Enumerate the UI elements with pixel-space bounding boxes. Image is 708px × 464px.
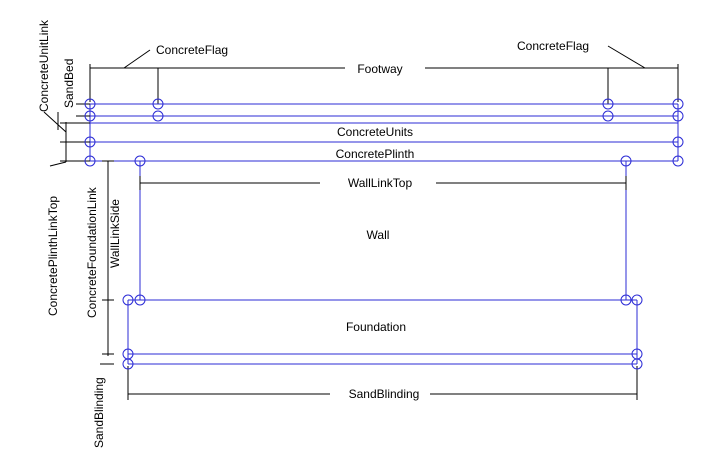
node xyxy=(134,155,146,167)
concrete-units-label: ConcreteUnits xyxy=(337,125,413,139)
node xyxy=(620,155,632,167)
node xyxy=(84,98,96,110)
foundation-shape xyxy=(127,300,638,365)
wall-link-side-label: WallLinkSide xyxy=(108,199,122,268)
node xyxy=(84,110,96,122)
footway-dimension: Footway xyxy=(89,60,679,102)
node xyxy=(672,136,684,148)
sand-blinding-side-label: SandBlinding xyxy=(92,377,106,448)
concrete-flag-left-label: ConcreteFlag xyxy=(156,43,228,57)
node xyxy=(672,98,684,110)
concrete-plinth-link-top-label: ConcretePlinthLinkTop xyxy=(46,196,60,316)
sand-bed-label: SandBed xyxy=(62,59,76,108)
node xyxy=(84,155,96,167)
node xyxy=(631,294,643,306)
node xyxy=(122,358,134,370)
node xyxy=(620,294,632,306)
concrete-foundation-link-label: ConcreteFoundationLink xyxy=(85,186,99,318)
concrete-plinth-label: ConcretePlinth xyxy=(336,147,415,161)
node xyxy=(602,98,614,110)
node xyxy=(672,110,684,122)
footway-label: Footway xyxy=(357,62,402,76)
concrete-flag-right-label: ConcreteFlag xyxy=(517,39,589,53)
wall-link-top-label: WallLinkTop xyxy=(348,176,413,190)
nodes xyxy=(84,98,684,370)
foundation-label: Foundation xyxy=(346,320,406,334)
sand-blinding-bottom-label: SandBlinding xyxy=(349,387,420,401)
wall-link-top-dimension: WallLinkTop xyxy=(139,175,627,191)
node xyxy=(602,110,614,122)
concrete-flag-right-leader: ConcreteFlag xyxy=(517,39,646,104)
wall-label: Wall xyxy=(367,228,390,242)
node xyxy=(631,358,643,370)
sand-blinding-dimension: SandBlinding xyxy=(127,366,638,402)
node xyxy=(152,98,164,110)
pavement-layers xyxy=(89,103,679,162)
node xyxy=(84,136,96,148)
node xyxy=(134,294,146,306)
concrete-flag-left-leader: ConcreteFlag xyxy=(123,43,228,104)
node xyxy=(152,110,164,122)
node xyxy=(672,155,684,167)
concrete-unit-link-label: ConcreteUnitLink xyxy=(37,19,51,112)
node xyxy=(122,294,134,306)
